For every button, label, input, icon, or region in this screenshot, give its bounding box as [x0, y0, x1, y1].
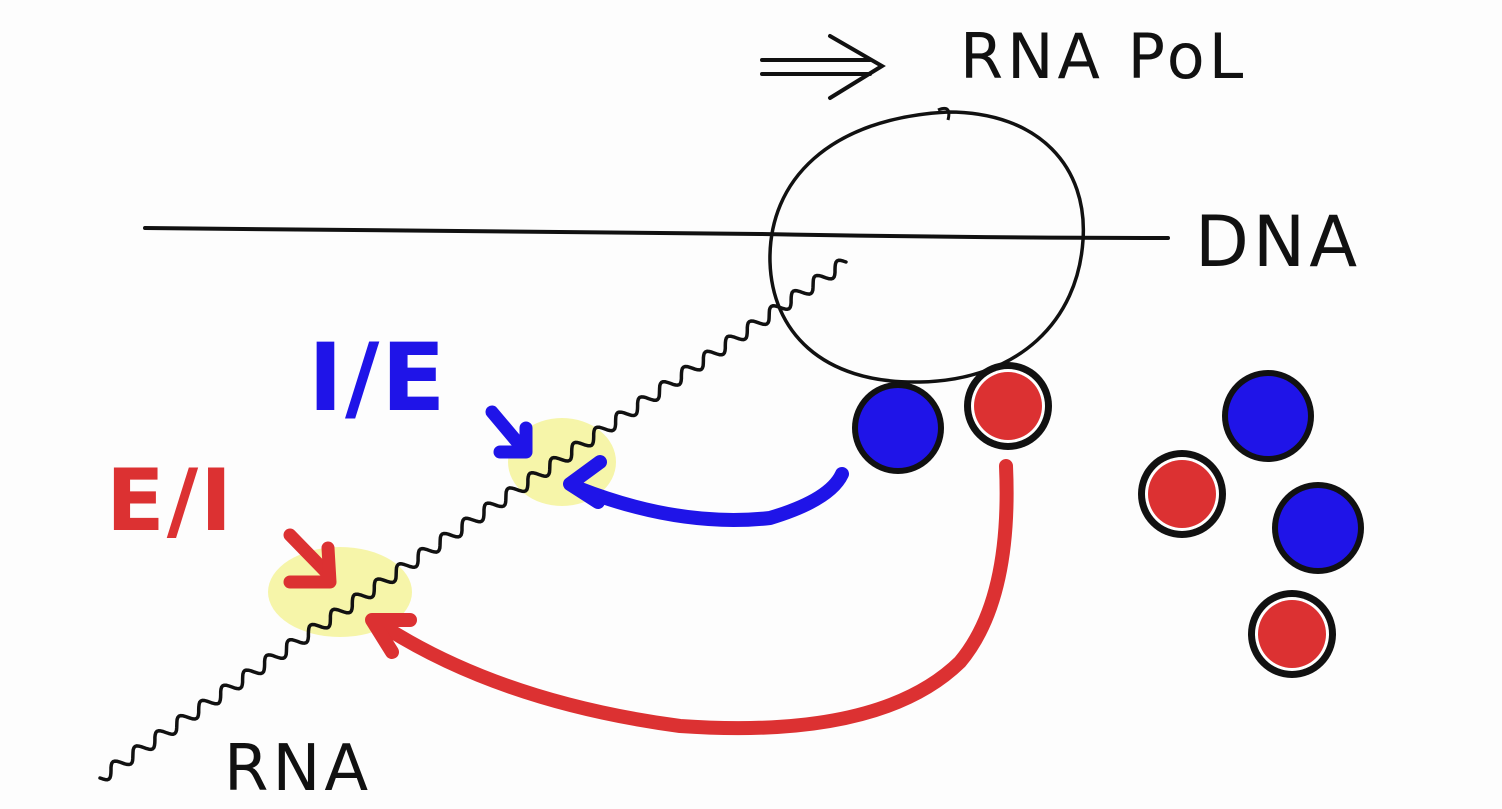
ei-label: E/I	[106, 451, 234, 551]
dna-label: DNA	[1195, 201, 1361, 283]
red-factor-free	[1248, 590, 1336, 678]
ie-pointer-arrow	[485, 405, 533, 459]
rna-polymerase-tick	[937, 106, 951, 121]
rna-polymerase-circle	[768, 110, 1086, 384]
dna-line	[143, 226, 1170, 240]
blue-factor-free	[1272, 482, 1364, 574]
rna-label: RNA	[224, 732, 372, 804]
double-arrow-right-icon	[760, 34, 886, 100]
blue-factor-bound	[852, 382, 944, 474]
blue-factor-free	[1222, 370, 1314, 462]
blue-binding-arrow	[563, 455, 849, 527]
ei-pointer-arrow	[283, 528, 337, 589]
rna-pol-label: RNA PoL	[960, 20, 1247, 93]
rna-strand	[98, 258, 848, 782]
red-factor-free	[1138, 450, 1226, 538]
red-binding-arrow	[365, 459, 1014, 736]
ie-label: I/E	[308, 324, 448, 433]
highlight-ie-site	[508, 418, 616, 506]
red-factor-bound	[964, 362, 1052, 450]
